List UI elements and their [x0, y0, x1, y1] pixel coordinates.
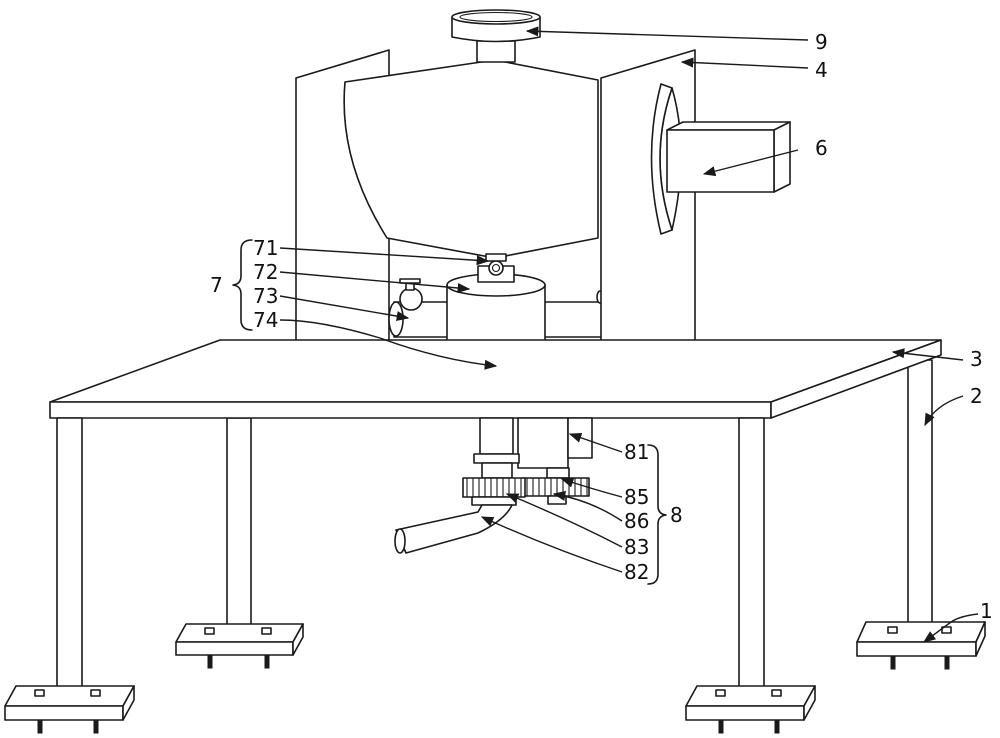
callout-73: 73	[253, 284, 278, 308]
drive-unit	[517, 417, 593, 479]
drive-motor	[666, 121, 791, 193]
right-pipe	[539, 290, 604, 338]
callout-8: 8	[670, 503, 683, 527]
mixing-drum	[343, 59, 599, 259]
front-right-leg	[738, 417, 765, 694]
right-support-plate	[600, 49, 696, 387]
callout-2: 2	[970, 384, 983, 408]
callout-labels: 9 4 6 3 2 1 7 71 72 73 74 81 85 86 83 82…	[210, 30, 993, 623]
callout-6: 6	[815, 136, 828, 160]
callout-81: 81	[624, 440, 649, 464]
rear-left-foot	[175, 623, 304, 669]
front-left-foot	[4, 685, 135, 734]
callout-86: 86	[624, 509, 649, 533]
callout-1: 1	[980, 599, 993, 623]
callout-74: 74	[253, 308, 278, 332]
left-pipe	[388, 278, 451, 338]
callout-85: 85	[624, 485, 649, 509]
callout-4: 4	[815, 58, 828, 82]
pressure-gauge	[451, 9, 541, 63]
rear-right-leg	[907, 359, 933, 633]
rear-right-foot	[856, 621, 986, 670]
leader-lines	[279, 26, 979, 643]
discharge-pipe	[394, 504, 513, 554]
callout-72: 72	[253, 260, 278, 284]
callout-83: 83	[624, 535, 649, 559]
brace-8	[647, 444, 667, 585]
discharge-shaft	[473, 417, 520, 479]
callout-9: 9	[815, 30, 828, 54]
rear-left-leg	[226, 417, 252, 635]
table-top	[49, 339, 942, 419]
front-right-foot	[685, 685, 816, 734]
callout-82: 82	[624, 560, 649, 584]
driven-gear	[462, 477, 526, 506]
callout-71: 71	[253, 236, 278, 260]
brace-7	[232, 239, 253, 331]
callout-3: 3	[970, 347, 983, 371]
callout-7: 7	[210, 273, 223, 297]
front-left-leg	[56, 417, 83, 694]
